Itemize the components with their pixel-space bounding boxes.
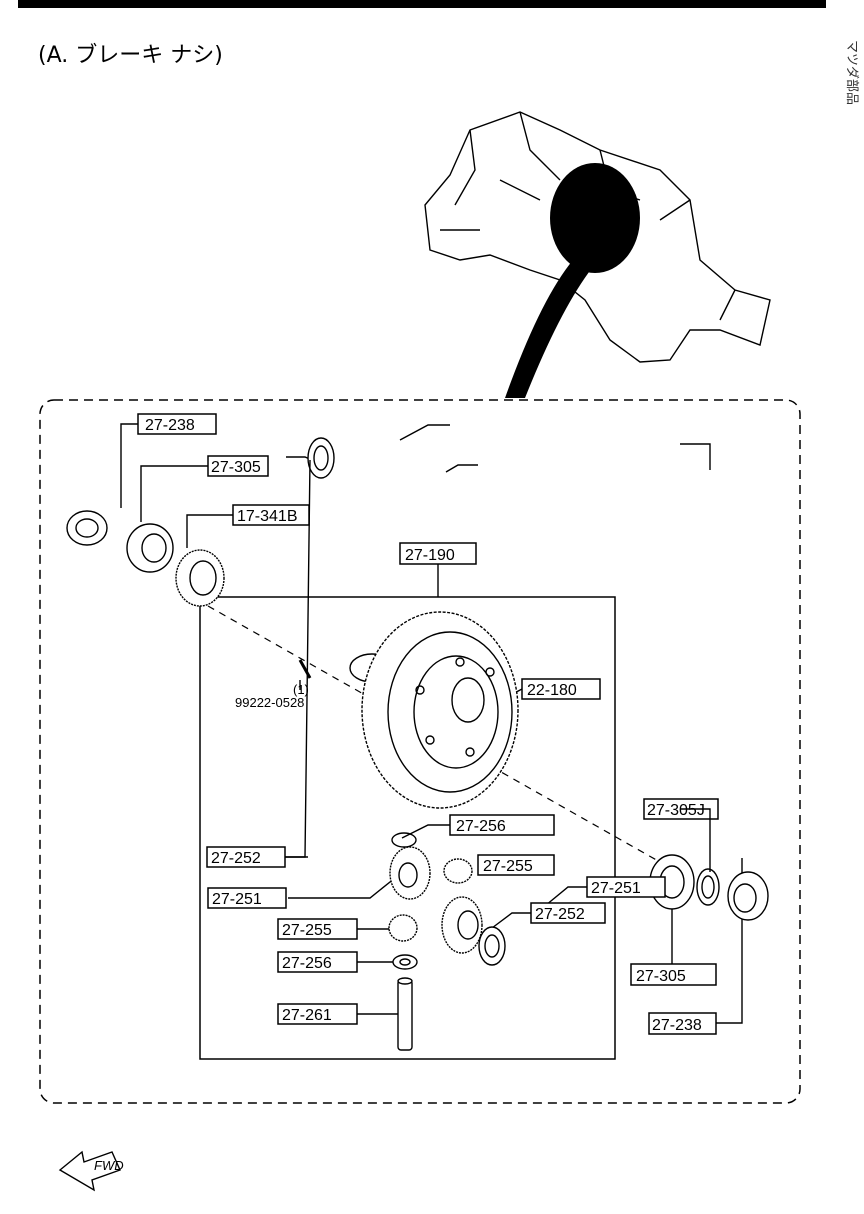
- header-bar: [18, 0, 826, 8]
- differential-location-marker: [550, 163, 640, 273]
- svg-text:22-180: 22-180: [527, 682, 577, 699]
- side-gear-thrust-washer-lower: [478, 926, 506, 966]
- callout-27-255-upper[interactable]: 27-255: [477, 854, 555, 876]
- fwd-arrow-icon: FWD: [58, 1150, 124, 1192]
- left-bearing: [126, 523, 174, 573]
- svg-text:27-251: 27-251: [591, 880, 641, 897]
- callout-27-251-right[interactable]: 27-251: [586, 876, 666, 898]
- callout-27-238-right[interactable]: 27-238: [648, 1012, 717, 1035]
- callout-27-255-lower[interactable]: 27-255: [277, 918, 358, 940]
- callout-27-256-upper[interactable]: 27-256: [449, 814, 555, 836]
- svg-text:27-261: 27-261: [282, 1007, 332, 1024]
- callout-27-190[interactable]: 27-190: [399, 542, 477, 565]
- callout-22-180[interactable]: 22-180: [521, 678, 601, 700]
- fwd-label: FWD: [94, 1158, 124, 1173]
- pin-qty: (1): [293, 682, 309, 697]
- side-gear-upper: [389, 846, 431, 900]
- callout-27-252-right[interactable]: 27-252: [530, 902, 606, 924]
- pinion-gear-upper: [443, 858, 473, 884]
- svg-text:27-255: 27-255: [282, 922, 332, 939]
- svg-text:27-238: 27-238: [145, 417, 195, 434]
- svg-text:27-252: 27-252: [535, 906, 585, 923]
- side-watermark: マツダ部品: [845, 40, 860, 105]
- differential-kit-box: [199, 596, 616, 1060]
- pinion-washer-lower: [392, 954, 418, 970]
- svg-text:27-255: 27-255: [483, 858, 533, 875]
- ring-gear-and-case: [349, 611, 519, 809]
- spring-pin: [298, 659, 312, 679]
- side-gear-lower: [441, 896, 483, 954]
- svg-text:27-305: 27-305: [211, 459, 261, 476]
- callout-27-305-left[interactable]: 27-305: [207, 455, 269, 477]
- left-oil-seal: [66, 510, 108, 546]
- svg-text:27-256: 27-256: [282, 955, 332, 972]
- callout-27-251-left[interactable]: 27-251: [207, 887, 287, 909]
- svg-text:27-305: 27-305: [636, 968, 686, 985]
- svg-text:27-238: 27-238: [652, 1017, 702, 1034]
- callout-17-341b[interactable]: 17-341B: [232, 504, 310, 526]
- assembly-axis: [207, 605, 661, 863]
- svg-text:27-256: 27-256: [456, 818, 506, 835]
- side-gear-thrust-washer-upper: [307, 437, 335, 479]
- assembly-frame: [39, 399, 801, 1104]
- speedometer-drive-gear: [175, 549, 225, 607]
- leader-lines: [120, 423, 743, 1024]
- leader-lines-lower: [285, 459, 711, 872]
- callout-27-305-right[interactable]: 27-305: [630, 963, 717, 986]
- svg-text:17-341B: 17-341B: [237, 508, 298, 525]
- right-shim: [696, 868, 720, 906]
- callout-27-256-lower[interactable]: 27-256: [277, 951, 358, 973]
- svg-text:27-190: 27-190: [405, 547, 455, 564]
- pin-part-number: 99222-0528: [235, 695, 304, 710]
- pointer-arrow: [505, 260, 592, 398]
- variant-label: (A. ブレーキ ナシ): [38, 43, 223, 68]
- svg-text:27-251: 27-251: [212, 891, 262, 908]
- callout-27-261[interactable]: 27-261: [277, 1003, 358, 1025]
- callout-27-252-left[interactable]: 27-252: [206, 846, 286, 868]
- right-oil-seal: [727, 871, 769, 921]
- callout-27-238-left[interactable]: 27-238: [137, 413, 217, 435]
- svg-text:27-305J: 27-305J: [647, 802, 705, 819]
- pinion-shaft: [397, 977, 413, 1051]
- transmission-housing-illustration: [424, 111, 771, 398]
- svg-text:27-252: 27-252: [211, 850, 261, 867]
- pinion-washer-upper: [391, 832, 417, 848]
- pinion-gear-lower: [388, 914, 418, 942]
